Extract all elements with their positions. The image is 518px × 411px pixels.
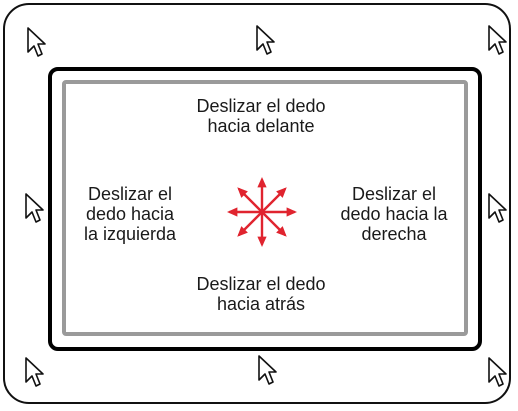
- label-left: Deslizar el dedo hacia la izquierda: [83, 184, 177, 244]
- cursor-icon: [27, 27, 46, 57]
- cursor-icon: [258, 355, 277, 385]
- label-right: Deslizar el dedo hacia la derecha: [340, 184, 448, 244]
- cursor-icon: [25, 357, 44, 387]
- cursor-icon: [488, 357, 507, 387]
- device-frame: [3, 3, 511, 404]
- cursor-icon: [488, 193, 507, 223]
- multi-direction-arrows-icon: [227, 177, 297, 247]
- touchpad-outer: [48, 67, 482, 351]
- cursor-icon: [256, 25, 275, 55]
- cursor-icon: [488, 25, 507, 55]
- touchpad-surface: [62, 80, 468, 336]
- cursor-icon: [25, 193, 44, 223]
- label-back: Deslizar el dedo hacia atrás: [196, 274, 326, 314]
- label-forward: Deslizar el dedo hacia delante: [196, 96, 326, 136]
